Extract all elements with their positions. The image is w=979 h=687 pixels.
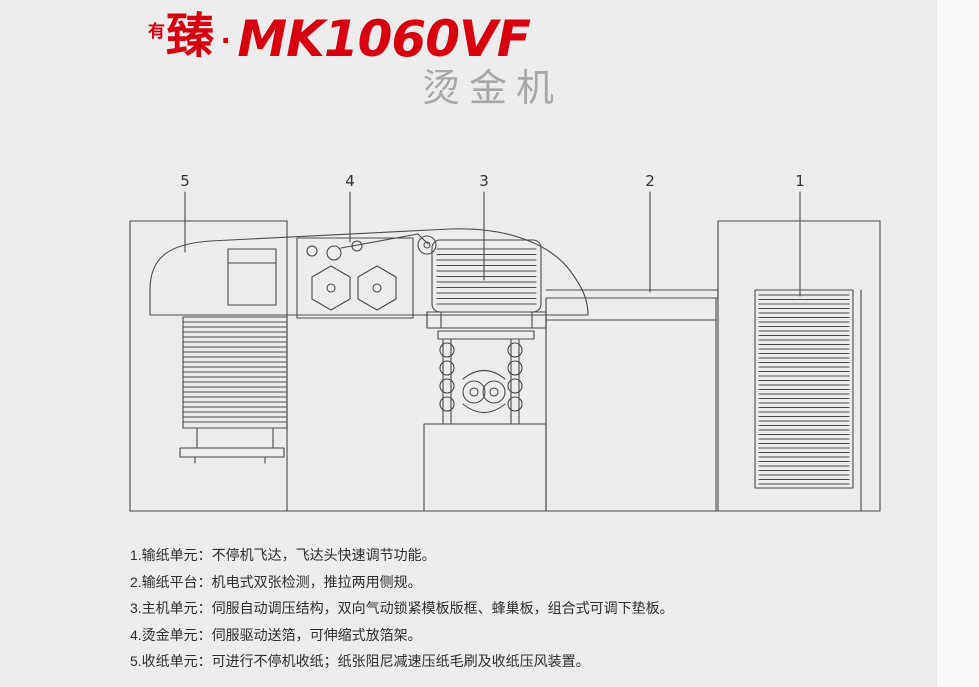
brand-separator-dot: · bbox=[221, 22, 233, 60]
right-margin-strip bbox=[937, 0, 979, 687]
brand-model-name: MK1060VF bbox=[237, 10, 531, 68]
callout-number-1: 1 bbox=[795, 172, 805, 190]
product-name: 烫金机 bbox=[422, 68, 564, 110]
delivery-unit-drawing bbox=[129, 220, 589, 512]
callout-number-3: 3 bbox=[479, 172, 489, 190]
brand-prefix-large: 臻 bbox=[166, 10, 215, 63]
feed-platform-drawing bbox=[545, 289, 719, 512]
main-unit-drawing bbox=[423, 239, 547, 512]
brand-logo: 有 臻 · MK1060VF 烫金机 bbox=[148, 10, 564, 110]
description-line-2: 2.输纸平台：机电式双张检测，推拉两用侧规。 bbox=[130, 573, 422, 590]
feeder-unit-drawing bbox=[717, 220, 881, 512]
feature-description-list: 1.输纸单元：不停机飞达，飞达头快速调节功能。 2.输纸平台：机电式双张检测，推… bbox=[130, 542, 674, 675]
brand-prefix-small: 有 bbox=[148, 22, 165, 41]
foil-unit-drawing bbox=[296, 233, 437, 319]
description-line-3: 3.主机单元：伺服自动调压结构，双向气动锁紧模板版框、蜂巢板，组合式可调下垫板。 bbox=[130, 600, 674, 616]
description-line-1: 1.输纸单元：不停机飞达，飞达头快速调节功能。 bbox=[130, 547, 436, 563]
callout-number-2: 2 bbox=[645, 172, 655, 190]
callout-number-4: 4 bbox=[345, 172, 355, 190]
description-line-5: 5.收纸单元：可进行不停机收纸；纸张阻尼减速压纸毛刷及收纸压风装置。 bbox=[130, 653, 590, 669]
callout-numbers: 5 4 3 2 1 bbox=[180, 172, 805, 190]
callout-number-5: 5 bbox=[180, 172, 190, 190]
description-line-4: 4.烫金单元：伺服驱动送箔，可伸缩式放箔架。 bbox=[130, 626, 422, 643]
brand-title-row: 有 臻 · MK1060VF bbox=[148, 10, 563, 68]
callout-leader-lines bbox=[184, 191, 801, 297]
